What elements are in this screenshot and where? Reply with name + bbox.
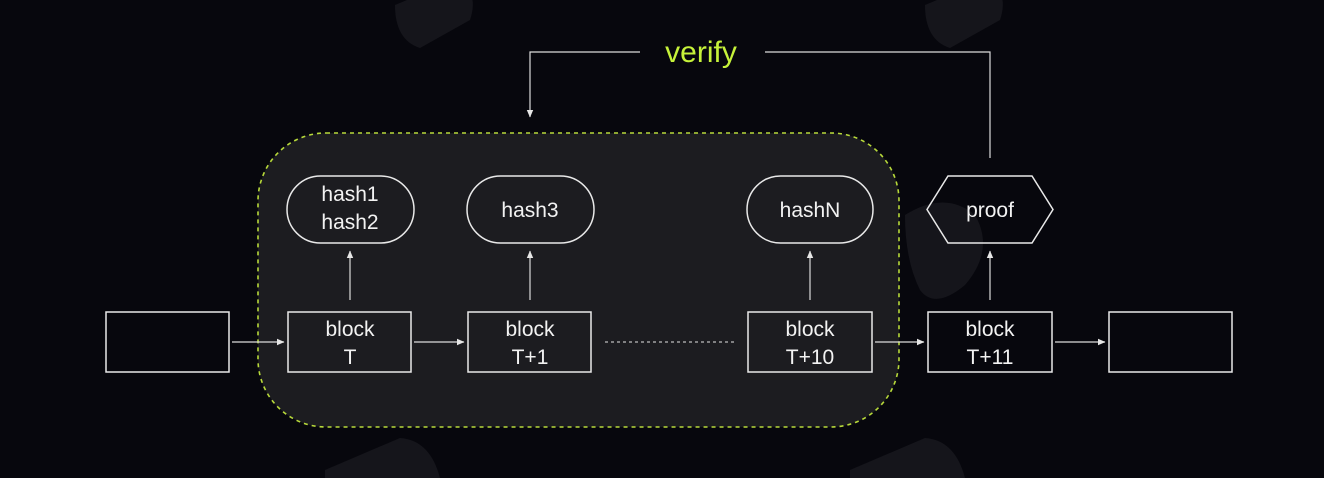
hash-node-3: hashN [746, 175, 874, 244]
hash-capsule-2 [466, 175, 595, 244]
block-box-t [287, 311, 412, 373]
block-t-plus-11: block T+11 [927, 311, 1053, 373]
proof-label: proof [966, 199, 1014, 222]
block-label-t-1: block [325, 318, 375, 341]
block-label-t-plus-11-2: T+11 [967, 346, 1014, 369]
block-label-t-plus-11-1: block [965, 318, 1015, 341]
block-label-t-2: T [344, 346, 357, 369]
proof-hexagon [926, 175, 1054, 244]
hash-node-1: hash1 hash2 [286, 175, 415, 244]
block-box-t-plus-10 [747, 311, 873, 373]
hash-label-2: hash3 [501, 199, 558, 222]
block-label-t-plus-1-1: block [505, 318, 555, 341]
hash-label-1b: hash2 [321, 211, 378, 234]
hash-capsule-1 [286, 175, 415, 244]
verify-line-right [765, 51, 991, 158]
block-prev [105, 311, 230, 373]
verified-blocks-group [257, 132, 900, 428]
block-box-prev [105, 311, 230, 373]
verify-label: verify [665, 36, 737, 69]
verify-line-left [526, 51, 640, 118]
hash-node-2: hash3 [466, 175, 595, 244]
verify-loop: verify [526, 36, 991, 158]
block-label-t-plus-1-2: T+1 [512, 346, 549, 369]
block-next [1108, 311, 1233, 373]
block-box-t-plus-1 [467, 311, 592, 373]
hash-label-1a: hash1 [321, 183, 378, 206]
hash-connectors [346, 250, 994, 300]
block-t: block T [287, 311, 412, 373]
proof-node: proof [926, 175, 1054, 244]
hash-label-3: hashN [780, 199, 841, 222]
block-label-t-plus-10-1: block [785, 318, 835, 341]
block-box-t-plus-11 [927, 311, 1053, 373]
block-t-plus-1: block T+1 [467, 311, 592, 373]
block-label-t-plus-10-2: T+10 [786, 346, 834, 369]
hash-capsule-3 [746, 175, 874, 244]
block-t-plus-10: block T+10 [747, 311, 873, 373]
block-box-next [1108, 311, 1233, 373]
